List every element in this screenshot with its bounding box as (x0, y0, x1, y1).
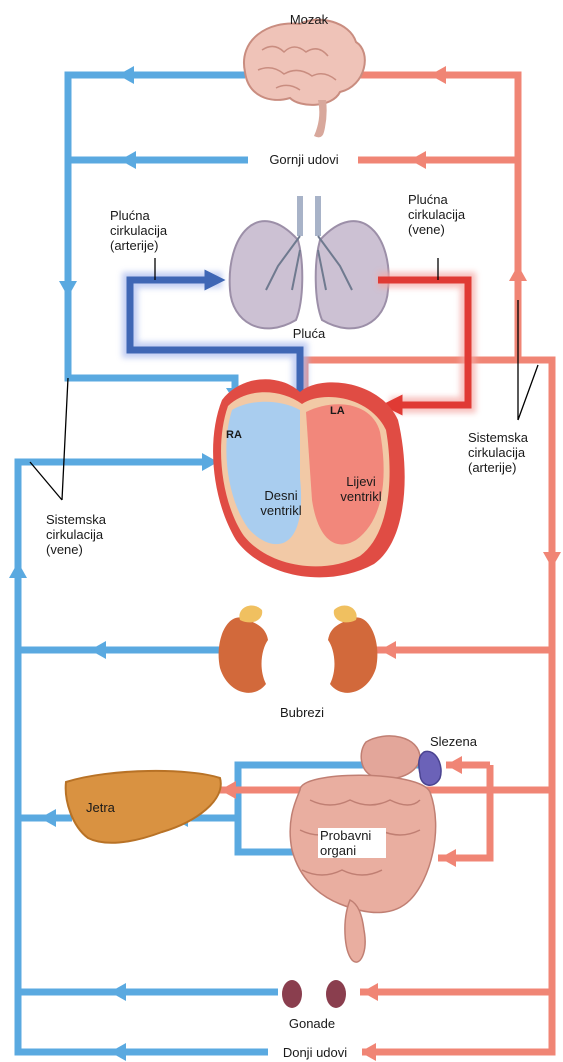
arrow-artery-up (509, 265, 527, 281)
label-lower-limbs: Donji udovi (268, 1045, 362, 1060)
arrow-brain-artery (430, 66, 446, 84)
arrow-ivc-up (9, 562, 27, 578)
label-left-atrium: LA (330, 404, 345, 419)
arrow-upper-limbs-vein (120, 151, 136, 169)
label-pulmonary-arteries: Plućna cirkulacija (arterije) (110, 208, 200, 253)
arrow-gonads-artery (362, 983, 378, 1001)
label-gonads: Gonade (272, 1016, 352, 1031)
label-kidneys: Bubrezi (262, 705, 342, 720)
label-digestive-organs: Probavni organi (318, 828, 386, 858)
spleen-illustration (419, 751, 441, 785)
arrow-liver-vein (40, 809, 56, 827)
arrow-trunk-down (59, 281, 77, 297)
lungs-illustration (230, 196, 389, 328)
label-systemic-arteries: Sistemska cirkulacija (arterije) (468, 430, 558, 475)
arrow-liver-artery (220, 781, 236, 799)
label-pulmonary-veins: Plućna cirkulacija (vene) (408, 192, 498, 237)
label-right-ventricle: Desni ventrikl (250, 488, 312, 518)
pulmonary-vein-path (378, 280, 468, 405)
brain-illustration (244, 20, 365, 138)
arrow-kidney-artery (380, 641, 396, 659)
leader-systemic-veins (30, 378, 68, 500)
label-lungs: Pluća (282, 326, 336, 341)
label-spleen: Slezena (430, 734, 500, 749)
arrow-lower-limbs-artery (360, 1043, 376, 1061)
arrow-brain-vein (118, 66, 134, 84)
arrow-lower-limbs-vein (110, 1043, 126, 1061)
label-left-ventricle: Lijevi ventrikl (330, 474, 392, 504)
label-liver: Jetra (86, 800, 136, 815)
arrow-gut-artery (440, 849, 456, 867)
arrow-kidney-vein (90, 641, 106, 659)
arrow-artery-down (543, 552, 561, 568)
label-systemic-veins: Sistemska cirkulacija (vene) (46, 512, 136, 557)
gut-artery-2 (438, 765, 490, 858)
label-right-atrium: RA (226, 428, 242, 443)
label-brain: Mozak (272, 12, 346, 27)
gonads-illustration (282, 980, 346, 1008)
label-upper-limbs: Gornji udovi (250, 152, 358, 167)
arrow-spleen-artery (446, 756, 462, 774)
arrow-gonads-vein (110, 983, 126, 1001)
kidneys-illustration (219, 605, 378, 692)
arrow-upper-limbs-artery (410, 151, 426, 169)
